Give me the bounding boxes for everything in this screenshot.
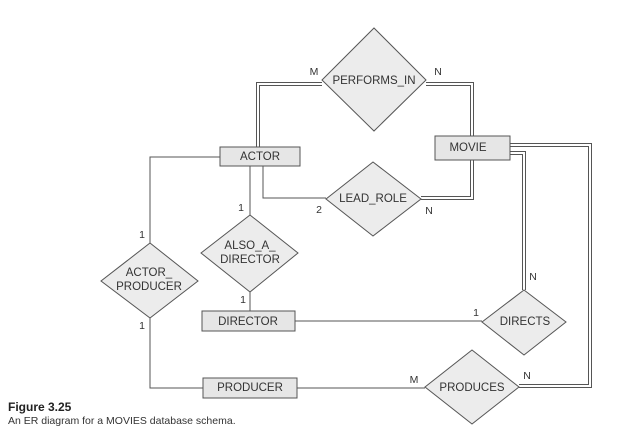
cardinality-performs-in-movie: N <box>434 66 442 78</box>
relationship-label: DIRECTS <box>500 316 551 328</box>
relationship-lead-role[interactable]: LEAD_ROLE <box>325 161 422 237</box>
entity-producer[interactable]: PRODUCER <box>202 377 298 399</box>
cardinality-actor-producer-actor: 1 <box>139 229 145 241</box>
relationship-label-line1: ALSO_A_ <box>224 240 276 252</box>
relationship-performs-in[interactable]: PERFORMS_IN <box>321 27 427 132</box>
relationship-label-line1: ACTOR_ <box>126 267 173 279</box>
line-lead-role-movie <box>421 160 474 200</box>
line-directs-movie <box>510 151 526 290</box>
relationship-label: PERFORMS_IN <box>332 75 415 87</box>
cardinality-performs-in-actor: M <box>310 66 319 78</box>
relationship-directs[interactable]: DIRECTS <box>481 289 567 356</box>
figure-description: An ER diagram for a MOVIES database sche… <box>8 415 236 427</box>
relationship-label-line2: DIRECTOR <box>220 254 280 266</box>
entity-actor[interactable]: ACTOR <box>219 146 301 167</box>
line-produces-movie <box>510 143 592 388</box>
figure-number: Figure 3.25 <box>8 400 72 414</box>
entity-label: MOVIE <box>449 142 486 154</box>
entity-movie[interactable]: MOVIE <box>434 135 511 161</box>
cardinality-produces-producer: M <box>410 374 419 386</box>
entity-director[interactable]: DIRECTOR <box>201 310 296 332</box>
cardinality-also-a-director-actor: 1 <box>238 202 244 214</box>
relationship-actor-producer[interactable]: ACTOR_ PRODUCER <box>100 242 199 319</box>
line-performs-in-actor <box>256 82 322 147</box>
line-performs-in-movie <box>426 82 474 136</box>
cardinality-produces-movie: N <box>523 370 531 382</box>
cardinality-directs-director: 1 <box>473 307 479 319</box>
line-actor-producer-producer <box>149 318 203 389</box>
relationship-produces[interactable]: PRODUCES <box>424 349 520 425</box>
line-lead-role-actor <box>262 166 326 199</box>
figure-caption: Figure 3.25 An ER diagram for a MOVIES d… <box>8 400 236 427</box>
cardinality-also-a-director-director: 1 <box>240 294 246 306</box>
relationship-label-line2: PRODUCER <box>116 281 182 293</box>
line-actor-producer-actor <box>149 156 220 243</box>
entity-label: ACTOR <box>240 151 280 163</box>
entity-label: PRODUCER <box>217 382 283 394</box>
relationship-also-a-director[interactable]: ALSO_A_ DIRECTOR <box>200 214 299 293</box>
cardinality-directs-movie: N <box>529 271 537 283</box>
entity-label: DIRECTOR <box>218 316 278 328</box>
cardinality-lead-role-actor: 2 <box>316 204 322 216</box>
cardinality-lead-role-movie: N <box>425 205 433 217</box>
relationship-label: PRODUCES <box>439 382 505 394</box>
cardinality-actor-producer-producer: 1 <box>139 320 145 332</box>
relationship-label: LEAD_ROLE <box>339 193 407 205</box>
